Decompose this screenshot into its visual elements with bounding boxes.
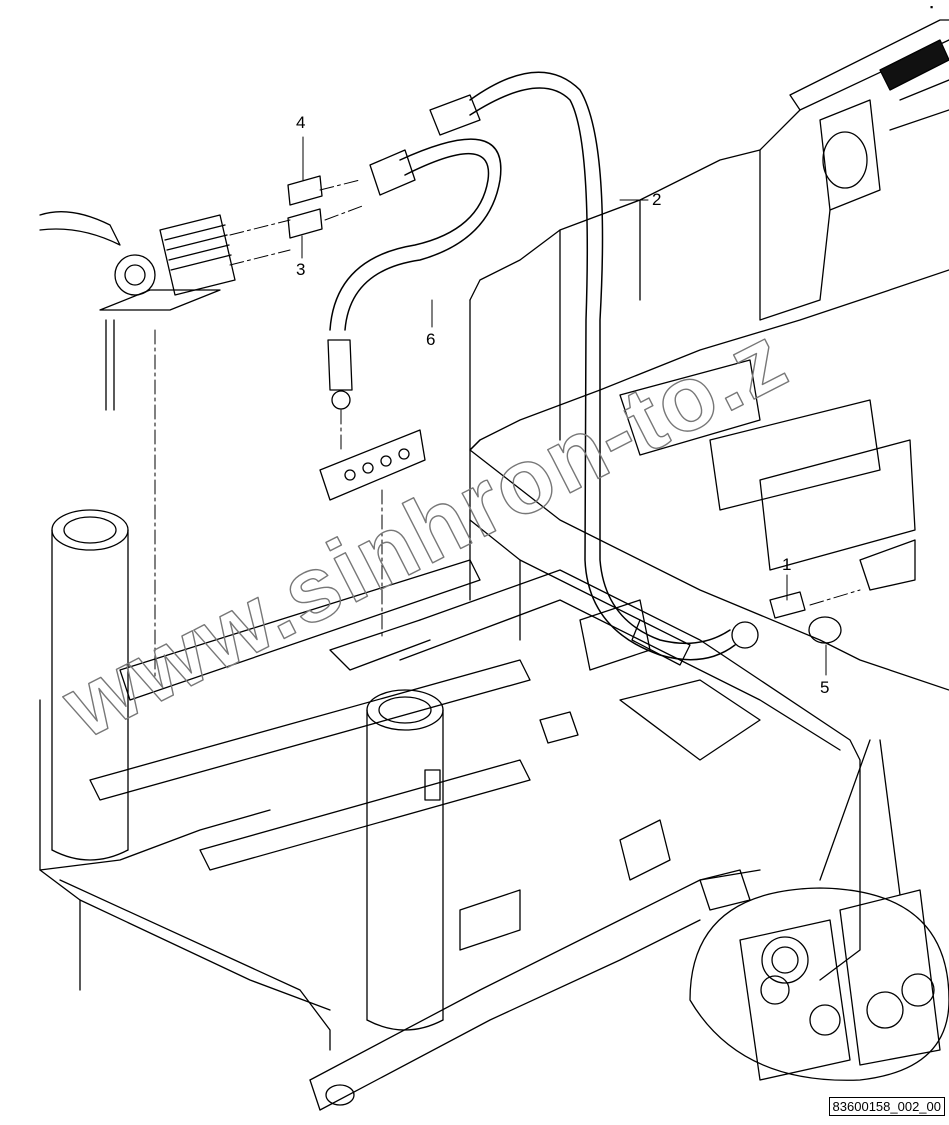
front-rail: [309, 869, 761, 1111]
corner-glyph: ▪: [930, 2, 933, 12]
detail-view-circle: [689, 739, 949, 1081]
callout-3: 3: [296, 260, 305, 279]
callout-leaders: [301, 136, 827, 676]
callout-2: 2: [652, 190, 661, 209]
drawing-reference-code: 83600158_002_00: [828, 1097, 945, 1116]
tank-frame: [329, 439, 949, 981]
center-cylinder: [366, 689, 444, 1031]
fittings-1-5: [769, 591, 842, 644]
left-cylinder: [51, 509, 129, 861]
callout-5: 5: [820, 678, 829, 697]
watermark: www.sinhron-to.z: [46, 305, 803, 759]
callout-4: 4: [296, 113, 305, 132]
hose-6: [327, 138, 502, 410]
callout-6: 6: [426, 330, 435, 349]
pump-assembly: [39, 211, 236, 411]
fittings-3-4: [287, 175, 323, 239]
manifold-block: [319, 429, 426, 501]
callout-1: 1: [782, 555, 791, 574]
watermark-text: www.sinhron-to.z: [47, 306, 803, 758]
valve-bank: [619, 359, 916, 591]
assembly-centerlines: [154, 179, 861, 681]
hose-2: [429, 71, 759, 666]
lower-chassis: [39, 559, 671, 1051]
